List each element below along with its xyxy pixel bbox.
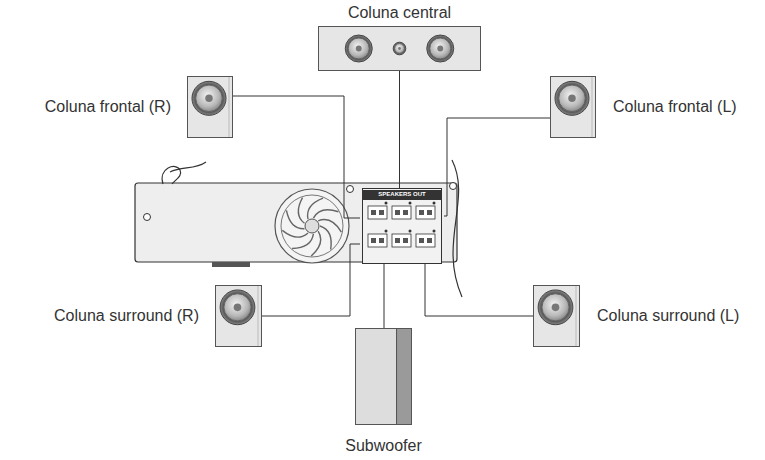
cut-line [452, 160, 462, 297]
speaker-label: Subwoofer [345, 436, 422, 455]
speaker-shape [318, 26, 481, 71]
speaker-label: Coluna central [348, 3, 451, 22]
terminal-panel: SPEAKERS OUT [360, 188, 444, 264]
speaker: Coluna frontal (R) [187, 76, 233, 138]
speaker-label: Coluna frontal (L) [613, 97, 737, 116]
speaker: Subwoofer [355, 328, 412, 425]
speaker-label: Coluna surround (L) [597, 306, 739, 325]
fan-blade [286, 210, 304, 228]
cooling-fan [275, 189, 349, 263]
speaker: Coluna surround (L) [533, 285, 580, 347]
fan-blade [313, 210, 338, 218]
power-cord [170, 162, 206, 172]
speaker-label: Coluna surround (R) [54, 306, 199, 325]
fan-blade [320, 226, 331, 249]
panel-heading: SPEAKERS OUT [362, 190, 442, 200]
fan-blade [318, 220, 341, 232]
receiver-foot [212, 262, 250, 267]
speaker-wire [399, 71, 400, 188]
speaker-shape [215, 285, 262, 347]
speaker-label: Coluna frontal (R) [45, 97, 171, 116]
speaker: Coluna frontal (L) [550, 76, 596, 138]
speaker-wire [262, 244, 360, 316]
speaker-wire [384, 264, 385, 328]
speaker: Coluna surround (R) [215, 285, 262, 347]
fan-blade [282, 230, 308, 237]
speaker-wire [444, 118, 550, 216]
speaker-shape [355, 328, 412, 425]
speaker-shape [533, 285, 580, 347]
speaker: Coluna central [318, 26, 481, 71]
speaker-shape [187, 76, 233, 138]
speaker-wire [425, 264, 533, 316]
fan-blade [298, 198, 304, 224]
speaker-shape [550, 76, 596, 138]
speaker-wire [233, 96, 360, 218]
